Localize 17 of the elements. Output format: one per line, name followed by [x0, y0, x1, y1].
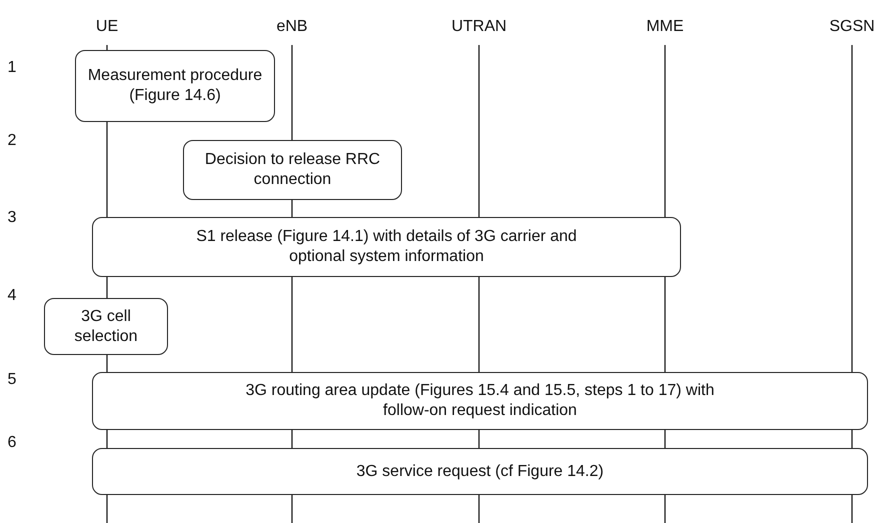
participant-label: eNB — [276, 18, 308, 36]
process-box: Measurement procedure (Figure 14.6) — [75, 50, 275, 122]
process-box: S1 release (Figure 14.1) with details of 3G carrier and optional system information — [92, 217, 681, 277]
process-box: 3G cell selection — [44, 298, 168, 355]
step-number: 3 — [8, 209, 16, 227]
participant-label: MME — [646, 18, 684, 36]
process-box: 3G service request (cf Figure 14.2) — [92, 448, 868, 495]
process-box: 3G routing area update (Figures 15.4 and 15.5, steps 1 to 17) with follow-on request indication — [92, 372, 868, 430]
step-number: 1 — [8, 59, 16, 77]
process-box: Decision to release RRC connection — [183, 140, 402, 200]
participant-label: UE — [96, 18, 118, 36]
step-number: 6 — [8, 434, 16, 452]
step-number: 4 — [8, 287, 16, 305]
step-number: 2 — [8, 132, 16, 150]
participant-label: SGSN — [829, 18, 875, 36]
step-number: 5 — [8, 371, 16, 389]
participant-label: UTRAN — [451, 18, 507, 36]
